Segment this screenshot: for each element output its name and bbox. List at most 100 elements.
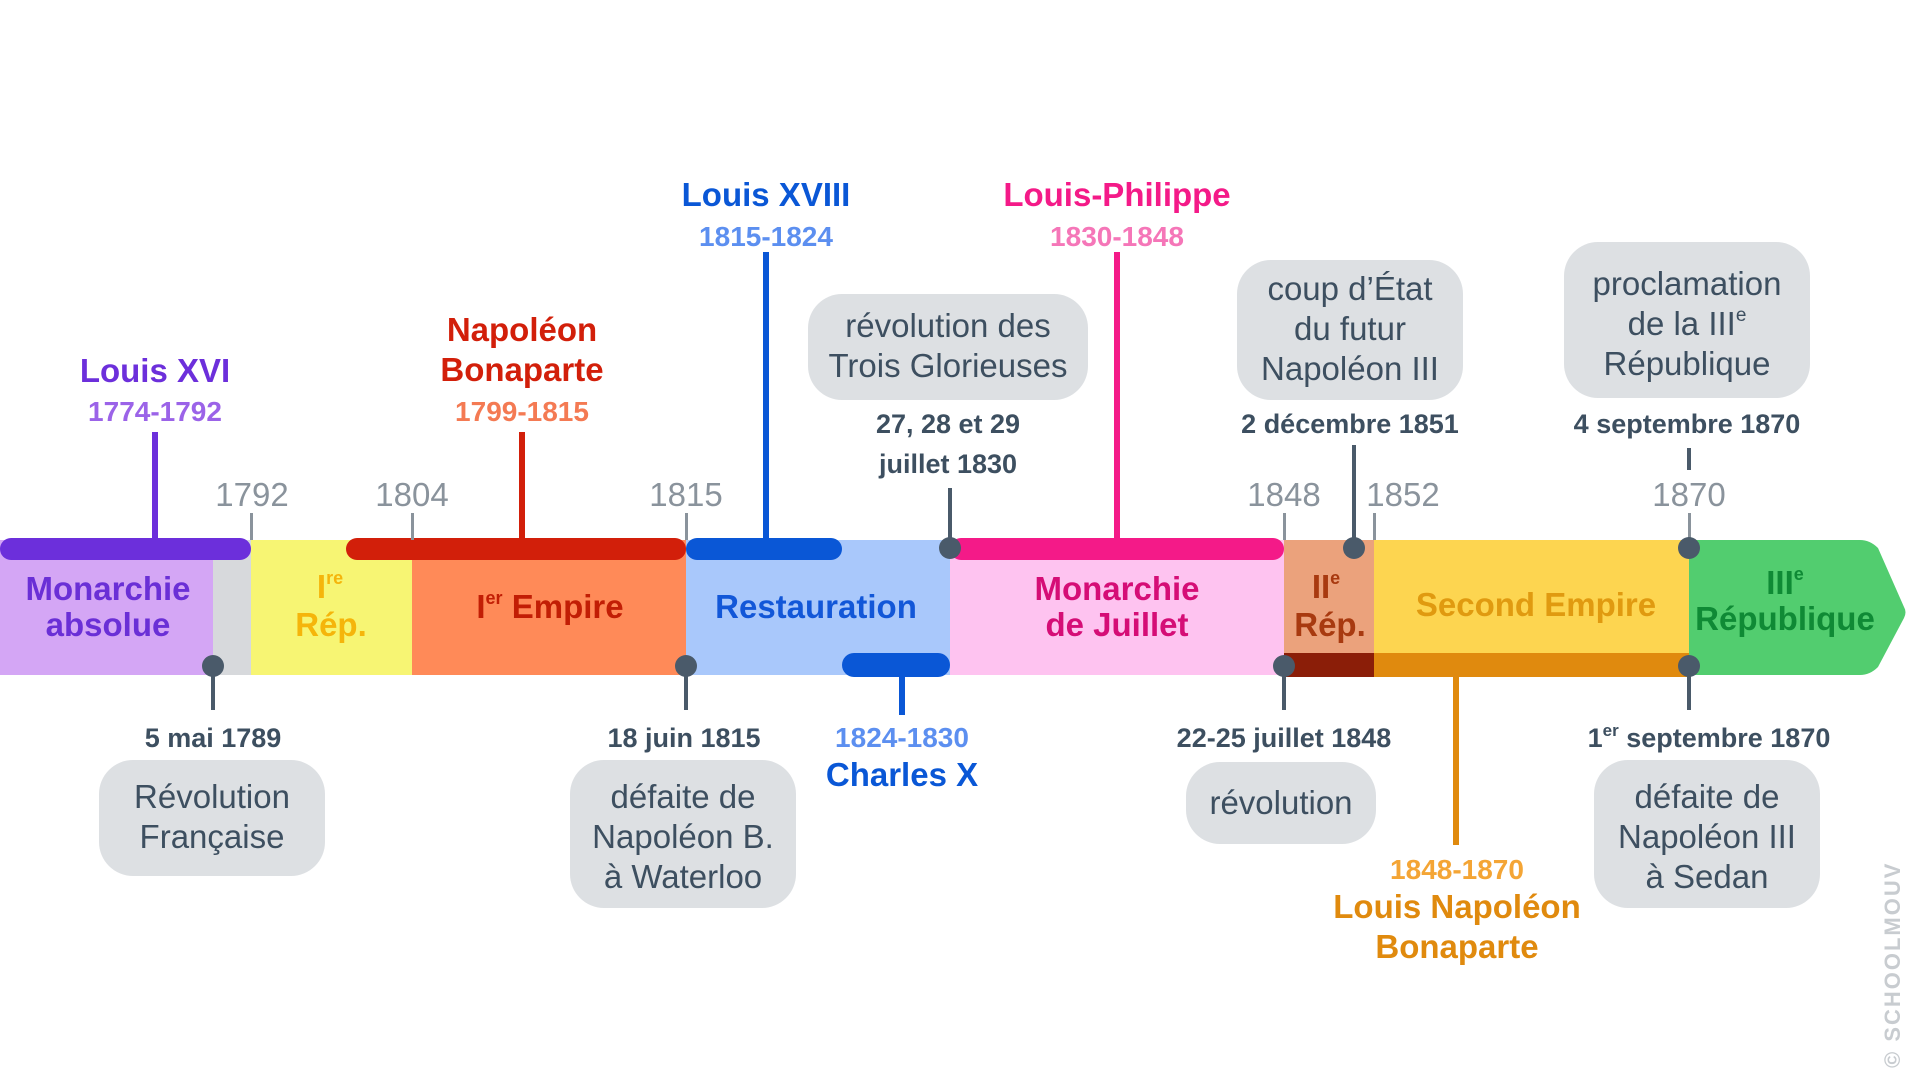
tick-1852 bbox=[1373, 513, 1376, 540]
bar-louis-xvi bbox=[0, 538, 251, 560]
label-monarchie-absolue-2: absolue bbox=[46, 606, 171, 643]
event-waterloo-line2: Napoléon B. bbox=[592, 818, 774, 855]
event-waterloo-date: 18 juin 1815 bbox=[607, 723, 760, 753]
band-troisieme-rep-arrow bbox=[1689, 540, 1906, 675]
year-1848: 1848 bbox=[1247, 476, 1320, 513]
year-1804: 1804 bbox=[375, 476, 448, 513]
event-proclamation-date: 4 septembre 1870 bbox=[1574, 409, 1801, 439]
event-bubbles bbox=[99, 242, 1820, 908]
event-sedan-line1: défaite de bbox=[1635, 778, 1780, 815]
dot-waterloo bbox=[675, 655, 697, 677]
stem-louis-xviii bbox=[763, 252, 769, 540]
bar-deuxieme-rep-bottom bbox=[1284, 653, 1374, 677]
ruler-napoleon-dates: 1799-1815 bbox=[455, 396, 589, 427]
event-1851-date: 2 décembre 1851 bbox=[1241, 409, 1459, 439]
band-second-empire bbox=[1374, 540, 1689, 675]
event-1830-date2: juillet 1830 bbox=[878, 449, 1017, 479]
band-monarchie-absolue bbox=[0, 540, 213, 675]
event-sedan-line3: à Sedan bbox=[1646, 858, 1769, 895]
event-1848-line1: révolution bbox=[1209, 784, 1352, 821]
band-restauration bbox=[686, 540, 950, 675]
ruler-stems bbox=[152, 252, 1459, 845]
stem-charles-x bbox=[899, 675, 905, 715]
ruler-napoleon-name: Napoléon bbox=[447, 311, 597, 348]
ruler-louis-xvi-dates: 1774-1792 bbox=[88, 396, 222, 427]
dot-proclamation bbox=[1678, 537, 1700, 559]
tick-1792 bbox=[250, 513, 253, 540]
event-1789-line1: Révolution bbox=[134, 778, 290, 815]
year-1815: 1815 bbox=[649, 476, 722, 513]
event-1848-date: 22-25 juillet 1848 bbox=[1177, 723, 1392, 753]
event-waterloo-line3: à Waterloo bbox=[604, 858, 762, 895]
bubble-waterloo bbox=[570, 760, 796, 908]
dot-1789 bbox=[202, 655, 224, 677]
timeline-band bbox=[0, 540, 1906, 675]
bar-louis-xviii bbox=[686, 538, 842, 560]
label-premiere-rep-2: Rép. bbox=[295, 606, 367, 643]
dot-sedan bbox=[1678, 655, 1700, 677]
bar-louis-philippe bbox=[950, 538, 1284, 560]
ruler-louis-xviii-dates: 1815-1824 bbox=[699, 221, 833, 252]
year-ticks bbox=[250, 513, 1691, 540]
event-texts: 5 mai 1789 Révolution Française 18 juin … bbox=[134, 265, 1830, 895]
year-1792: 1792 bbox=[215, 476, 288, 513]
event-proclamation-line2: de la IIIe bbox=[1628, 305, 1747, 342]
label-troisieme-rep: IIIe bbox=[1766, 564, 1804, 601]
ruler-louis-philippe-dates: 1830-1848 bbox=[1050, 221, 1184, 252]
ruler-louis-xvi-name: Louis XVI bbox=[80, 352, 230, 389]
dot-1830 bbox=[939, 537, 961, 559]
event-proclamation-line1: proclamation bbox=[1593, 265, 1782, 302]
connector-1830 bbox=[948, 488, 952, 548]
event-connectors bbox=[202, 445, 1700, 710]
stem-napoleon bbox=[519, 432, 525, 540]
connector-sedan bbox=[1687, 666, 1691, 710]
bubble-proclamation bbox=[1564, 242, 1810, 398]
tick-1815 bbox=[685, 513, 688, 540]
ruler-louis-xviii-name: Louis XVIII bbox=[682, 176, 851, 213]
event-1851-line3: Napoléon III bbox=[1261, 350, 1439, 387]
band-deuxieme-rep bbox=[1284, 540, 1374, 675]
label-monarchie-absolue: Monarchie bbox=[25, 570, 190, 607]
label-deuxieme-rep: IIe bbox=[1312, 568, 1340, 605]
ruler-louis-napoleon-name: Louis Napoléon bbox=[1333, 888, 1581, 925]
bubble-trois-glorieuses bbox=[808, 294, 1088, 400]
tick-1804 bbox=[411, 513, 414, 540]
year-labels: 1792 1804 1815 1848 1852 1870 bbox=[215, 476, 1725, 513]
bubble-revolution-1789 bbox=[99, 760, 325, 876]
connector-1848 bbox=[1282, 666, 1286, 710]
year-1852: 1852 bbox=[1366, 476, 1439, 513]
bar-napoleon bbox=[346, 538, 686, 560]
stem-louis-napoleon bbox=[1453, 675, 1459, 845]
label-deuxieme-rep-2: Rép. bbox=[1294, 606, 1366, 643]
period-labels: Monarchie absolue Ire Rép. Ier Empire Re… bbox=[25, 564, 1874, 643]
event-1830-date1: 27, 28 et 29 bbox=[876, 409, 1020, 439]
event-sedan-date: 1er septembre 1870 bbox=[1588, 721, 1831, 753]
connector-waterloo bbox=[684, 666, 688, 710]
event-1851-line1: coup d’État bbox=[1267, 270, 1432, 307]
event-waterloo-line1: défaite de bbox=[611, 778, 756, 815]
band-1789-1792 bbox=[213, 540, 251, 675]
connector-1789 bbox=[211, 666, 215, 710]
event-1830-line1: révolution des bbox=[845, 307, 1050, 344]
ruler-charles-x-dates: 1824-1830 bbox=[835, 722, 969, 753]
bubble-coup-etat bbox=[1237, 260, 1463, 400]
ruler-louis-philippe-name: Louis-Philippe bbox=[1003, 176, 1230, 213]
bubble-sedan bbox=[1594, 760, 1820, 908]
year-1870: 1870 bbox=[1652, 476, 1725, 513]
label-troisieme-rep-2: République bbox=[1695, 600, 1875, 637]
event-1830-line2: Trois Glorieuses bbox=[828, 347, 1067, 384]
tick-1870 bbox=[1688, 513, 1691, 540]
ruler-charles-x-name: Charles X bbox=[826, 756, 978, 793]
band-premiere-rep bbox=[251, 540, 412, 675]
label-monarchie-juillet: Monarchie bbox=[1034, 570, 1199, 607]
dot-1851 bbox=[1343, 537, 1365, 559]
stem-louis-xvi bbox=[152, 432, 158, 540]
label-premier-empire: Ier Empire bbox=[476, 588, 623, 625]
bar-charles-x bbox=[842, 653, 950, 677]
event-1789-date: 5 mai 1789 bbox=[145, 723, 282, 753]
bar-louis-napoleon bbox=[1374, 653, 1689, 677]
ruler-napoleon-name-2: Bonaparte bbox=[440, 351, 603, 388]
stem-louis-philippe bbox=[1114, 252, 1120, 540]
ruler-labels: Louis XVI 1774-1792 Napoléon Bonaparte 1… bbox=[80, 176, 1581, 965]
